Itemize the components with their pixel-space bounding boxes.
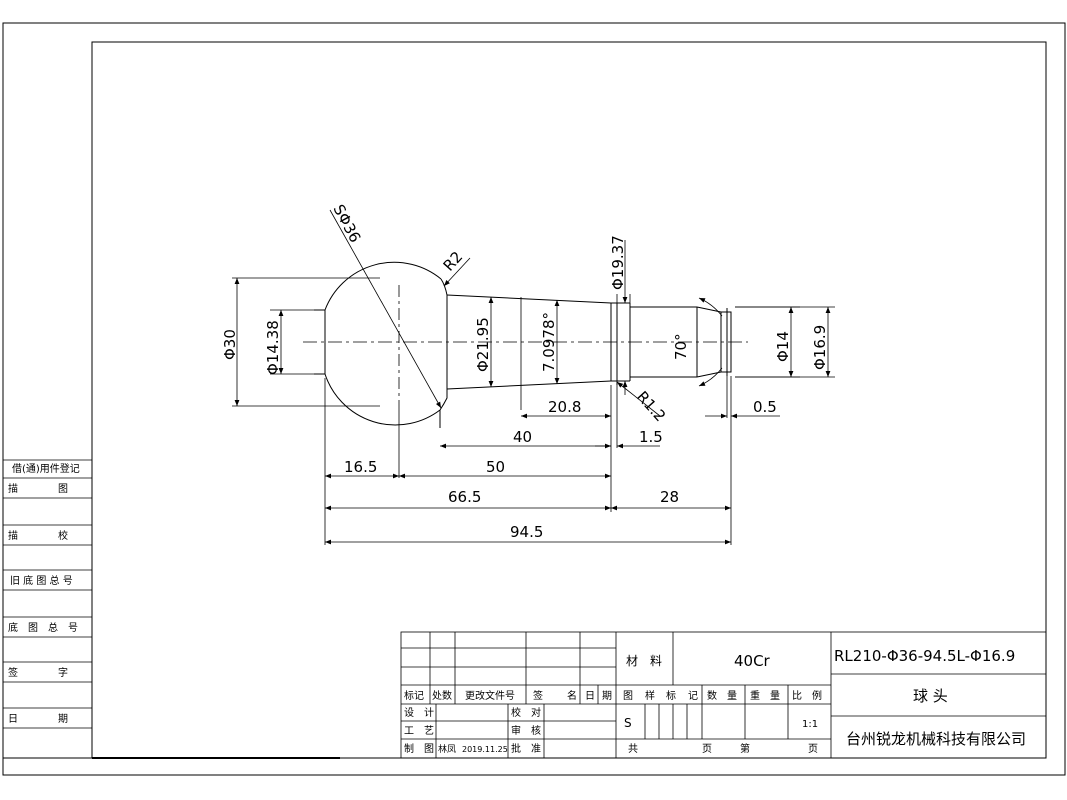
tb-h-file: 更改文件号 [465, 689, 515, 702]
dim-dia14-38: Φ14.38 [264, 320, 282, 375]
tb-sheet: 第 [740, 742, 750, 755]
dim-len0-5: 0.5 [753, 398, 777, 416]
tb-process: 工 艺 [404, 725, 434, 737]
dim-angle70: 70° [672, 333, 690, 360]
side-old-base: 旧 底 图 总 号 [10, 574, 73, 587]
tb-h-mark: 标记 [404, 690, 424, 702]
dim-len28: 28 [660, 488, 679, 506]
tb-scale-label: 比 例 [792, 689, 822, 702]
tb-design: 设 计 [404, 706, 434, 719]
side-register: 借(通)用件登记 [12, 462, 80, 475]
side-trace-drawing: 描 图 [8, 482, 68, 495]
dim-len16-5: 16.5 [344, 458, 377, 476]
tb-review: 审 核 [511, 724, 541, 737]
dim-r1-2: R1.2 [633, 388, 669, 426]
dim-dia16-9: Φ16.9 [811, 325, 829, 370]
tb-approve: 批 准 [511, 742, 541, 755]
tb-total: 共 [628, 743, 638, 755]
side-signature: 签 字 [8, 666, 68, 679]
dim-len94-5: 94.5 [510, 523, 543, 541]
tb-h-period: 期 [602, 690, 612, 702]
dim-len1-5: 1.5 [639, 428, 663, 446]
tb-h-name: 名 [567, 689, 577, 702]
dim-dia14: Φ14 [774, 331, 792, 362]
dimension-labels: SΦ36 R2 Φ30 Φ14.38 Φ21.95 7.0978° Φ19.37… [221, 201, 829, 541]
dim-len20-8: 20.8 [548, 398, 581, 416]
tb-company: 台州锐龙机械科技有限公司 [846, 730, 1026, 748]
tb-drawing-number: RL210-Φ36-94.5L-Φ16.9 [834, 647, 1015, 665]
tb-part-name: 球 头 [913, 687, 948, 705]
tb-h-day: 日 [585, 691, 595, 702]
dim-dia30: Φ30 [221, 329, 239, 360]
part-outline [314, 261, 732, 428]
dim-r2: R2 [440, 248, 467, 275]
tb-mark-col-2: 标 [666, 690, 676, 702]
tb-material-label: 材 料 [626, 654, 662, 668]
dim-sphere: SΦ36 [329, 201, 364, 245]
dim-len50: 50 [486, 458, 505, 476]
extension-lines [232, 277, 835, 545]
tb-mark-col-3: 记 [688, 690, 698, 702]
tb-drawn: 制 图 [404, 742, 434, 755]
dim-len40: 40 [513, 428, 532, 446]
dim-dia21-95: Φ21.95 [474, 317, 492, 372]
side-trace-check: 描 校 [8, 529, 68, 542]
dim-len66-5: 66.5 [448, 488, 481, 506]
tb-h-sign: 签 [533, 689, 543, 702]
tb-mark-col-0: 图 [623, 690, 633, 702]
tb-h-count: 处数 [432, 689, 452, 702]
tb-weight: 重 量 [750, 689, 780, 702]
tb-mark-value: S [624, 716, 632, 730]
tb-drafter: 林凤 [438, 743, 456, 755]
tb-page2: 页 [808, 743, 818, 755]
title-block: 标记 处数 更改文件号 签 名 日 期 设 计 工 艺 制 图 林凤 2019.… [400, 631, 1047, 759]
side-date: 日 期 [8, 713, 68, 725]
tb-page: 页 [702, 743, 712, 755]
tb-material-value: 40Cr [734, 652, 771, 670]
tb-drawn-date: 2019.11.25 [462, 745, 508, 754]
side-base-no: 底 图 总 号 [8, 621, 78, 634]
tb-quantity: 数 量 [707, 689, 737, 702]
dim-dia19-37: Φ19.37 [609, 235, 627, 290]
side-panel: 借(通)用件登记 描 图 描 校 旧 底 图 总 号 底 图 总 号 签 字 日… [3, 459, 92, 729]
tb-scale-value: 1:1 [802, 719, 818, 730]
dim-taper-angle: 7.0978° [540, 312, 558, 372]
tb-mark-col-1: 样 [645, 689, 655, 702]
dimension-lines [234, 209, 831, 545]
tb-proofread: 校 对 [511, 706, 541, 719]
